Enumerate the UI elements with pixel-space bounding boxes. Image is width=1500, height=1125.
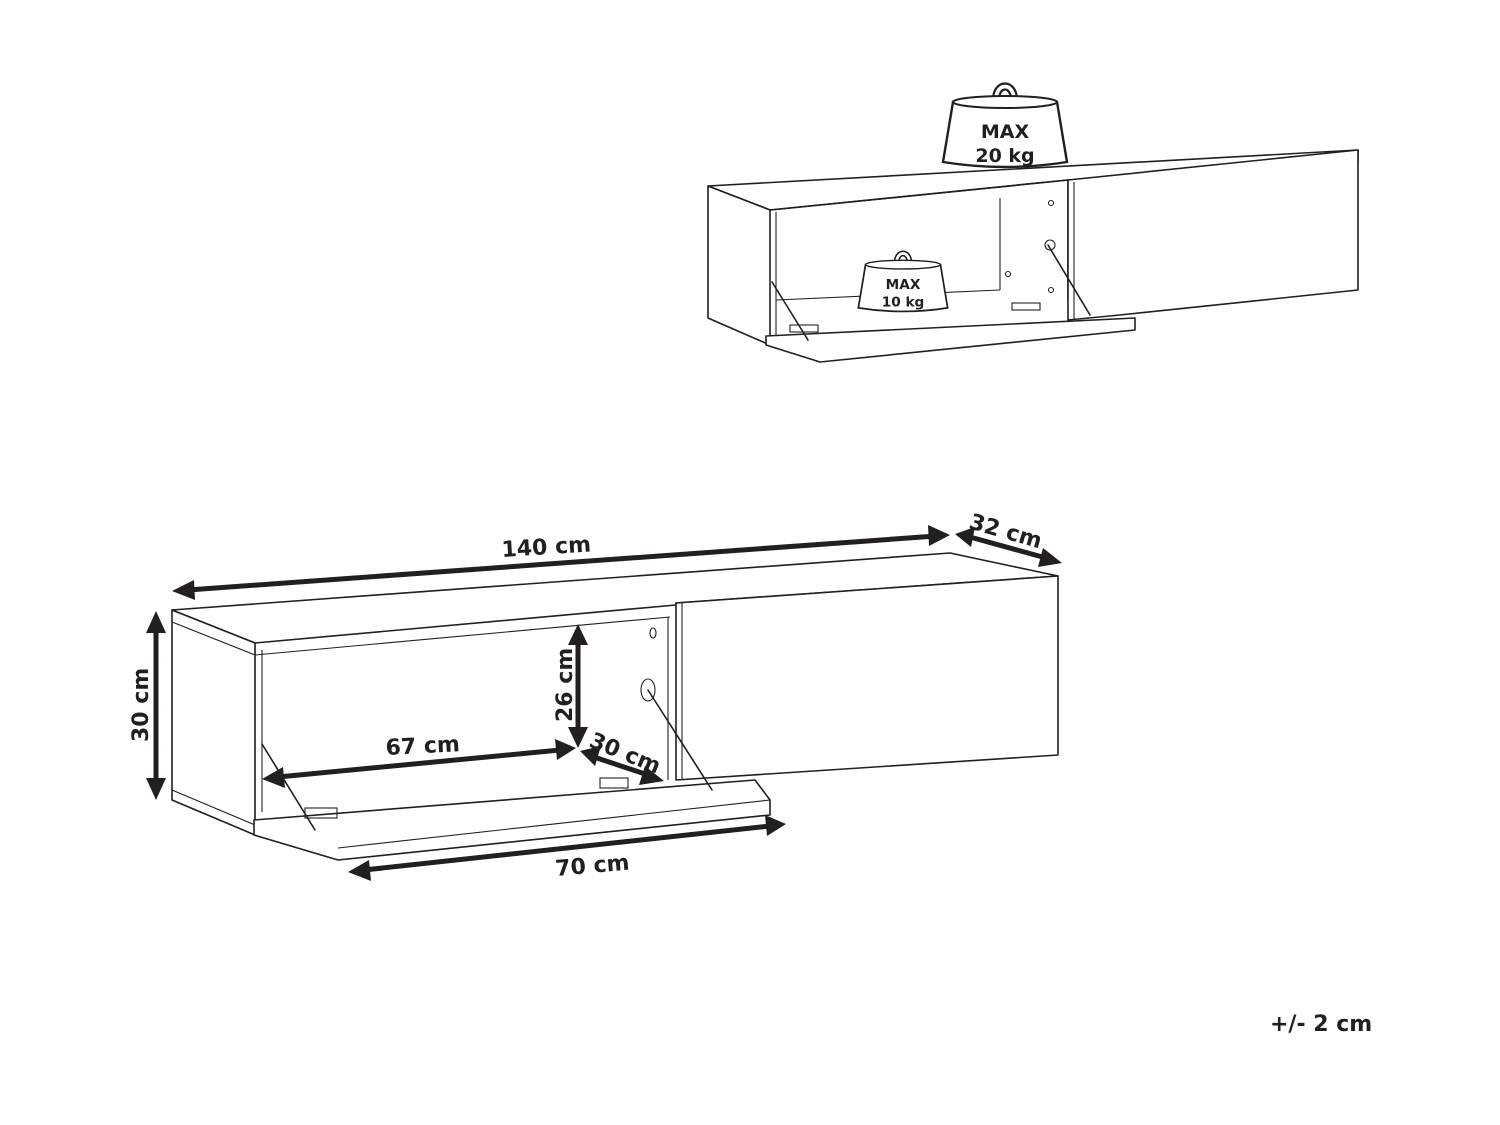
cabinet-right-door — [1067, 149, 1359, 321]
dimension-total-width: 140 cm — [172, 525, 950, 600]
label-inner-height: 26 cm — [553, 648, 578, 722]
dimension-inner-width: 67 cm — [262, 732, 576, 788]
load-inside-line1: MAX — [886, 277, 921, 293]
load-top-line1: MAX — [981, 121, 1030, 143]
tolerance-note: +/- 2 cm — [1270, 1012, 1373, 1037]
load-weight-inside: MAX 10 kg — [857, 250, 949, 313]
load-inside-line2: 10 kg — [882, 294, 925, 310]
dimension-height: 30 cm — [129, 611, 166, 800]
label-height: 30 cm — [129, 668, 154, 742]
dimension-inner-height: 26 cm — [553, 624, 588, 748]
label-total-width: 140 cm — [501, 532, 592, 563]
cabinet-left-side — [707, 185, 771, 346]
dimension-inner-depth: 30 cm — [580, 728, 664, 785]
load-top-line2: 20 kg — [975, 145, 1034, 167]
cabinet-illustration-small — [707, 149, 1359, 363]
cabinet-illustration-main — [171, 552, 1059, 861]
main-right-door — [675, 575, 1059, 781]
label-door-width: 70 cm — [554, 851, 630, 882]
label-inner-depth: 30 cm — [586, 728, 664, 779]
main-left-side — [171, 609, 256, 836]
label-inner-width: 67 cm — [385, 732, 460, 761]
main-open-flap — [253, 779, 771, 861]
load-weight-top: MAX 20 kg — [941, 82, 1069, 169]
cabinet-open-flap — [765, 317, 1136, 363]
